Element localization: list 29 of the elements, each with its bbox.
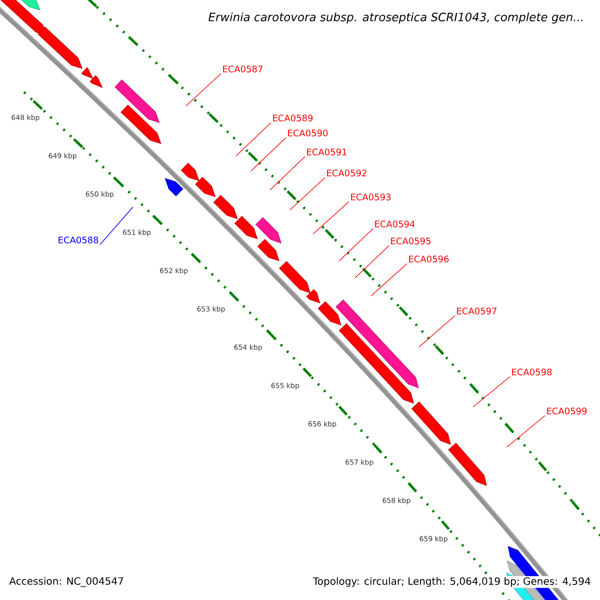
gene-label: ECA0594 <box>375 220 415 228</box>
info-text: Accession: NC_004547 <box>8 576 125 588</box>
gene-label: ECA0597 <box>457 308 496 314</box>
leader-line <box>312 201 350 234</box>
leader-line <box>100 206 134 245</box>
gene-label: ECA0588 <box>58 236 98 244</box>
gene-label: ECA0598 <box>512 368 552 376</box>
gene-label: ECA0590 <box>288 130 328 136</box>
leader-line <box>506 415 546 448</box>
gene-label: ECA0587 <box>223 66 262 72</box>
leader-line <box>418 315 456 348</box>
gene-label: ECA0589 <box>273 114 313 122</box>
gene-label: ECA0592 <box>327 170 366 176</box>
leader-line <box>370 263 408 296</box>
leader-line <box>354 245 390 278</box>
title: Erwinia carotovora subsp. atroseptica SCRI1043, complete gen... <box>208 12 583 24</box>
leader-line <box>338 228 374 262</box>
gene-label: ECA0595 <box>391 238 430 244</box>
gene-label: ECA0599 <box>547 408 587 414</box>
leader-line <box>186 73 222 106</box>
gene-label: ECA0593 <box>351 194 390 200</box>
leader-line <box>250 137 286 172</box>
leader-line <box>236 122 272 156</box>
leader-line <box>290 177 326 210</box>
leader-line <box>270 156 306 190</box>
gene-label: ECA0591 <box>307 148 346 156</box>
info-text: Topology: circular; Length: 5,064,019 bp; Genes: 4,594 <box>312 576 592 588</box>
leader-line <box>472 376 510 408</box>
gene-label: ECA0596 <box>409 256 449 262</box>
